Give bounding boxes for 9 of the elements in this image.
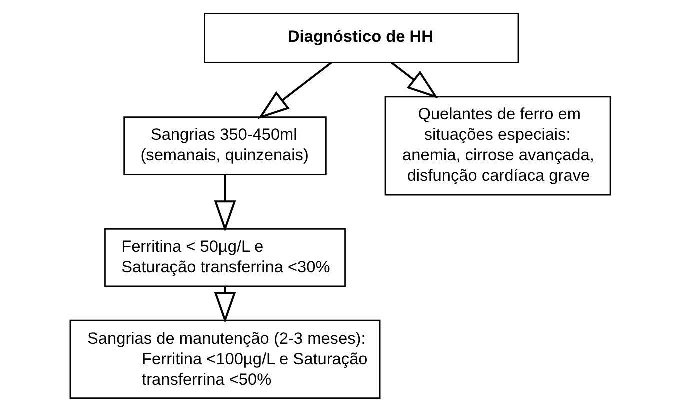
node-box: Diagnóstico de HH [204,13,519,64]
arrow [214,174,236,232]
node-box: Quelantes de ferro em situações especiais: anemia, cirrose avançada, disfunção cardíaca grave [384,96,611,196]
node-box: Sangrias 350-450ml (semanais, quinzenais) [123,116,326,176]
arrow [390,62,438,99]
arrow [258,62,332,120]
node-box: Ferritina < 50µg/L e Saturação transferrina <30% [104,228,346,288]
node-box: Sangrias de manutenção (2-3 meses): Ferritina <100µg/L e Saturação transferrina <50% [69,320,380,399]
arrow [214,286,236,324]
